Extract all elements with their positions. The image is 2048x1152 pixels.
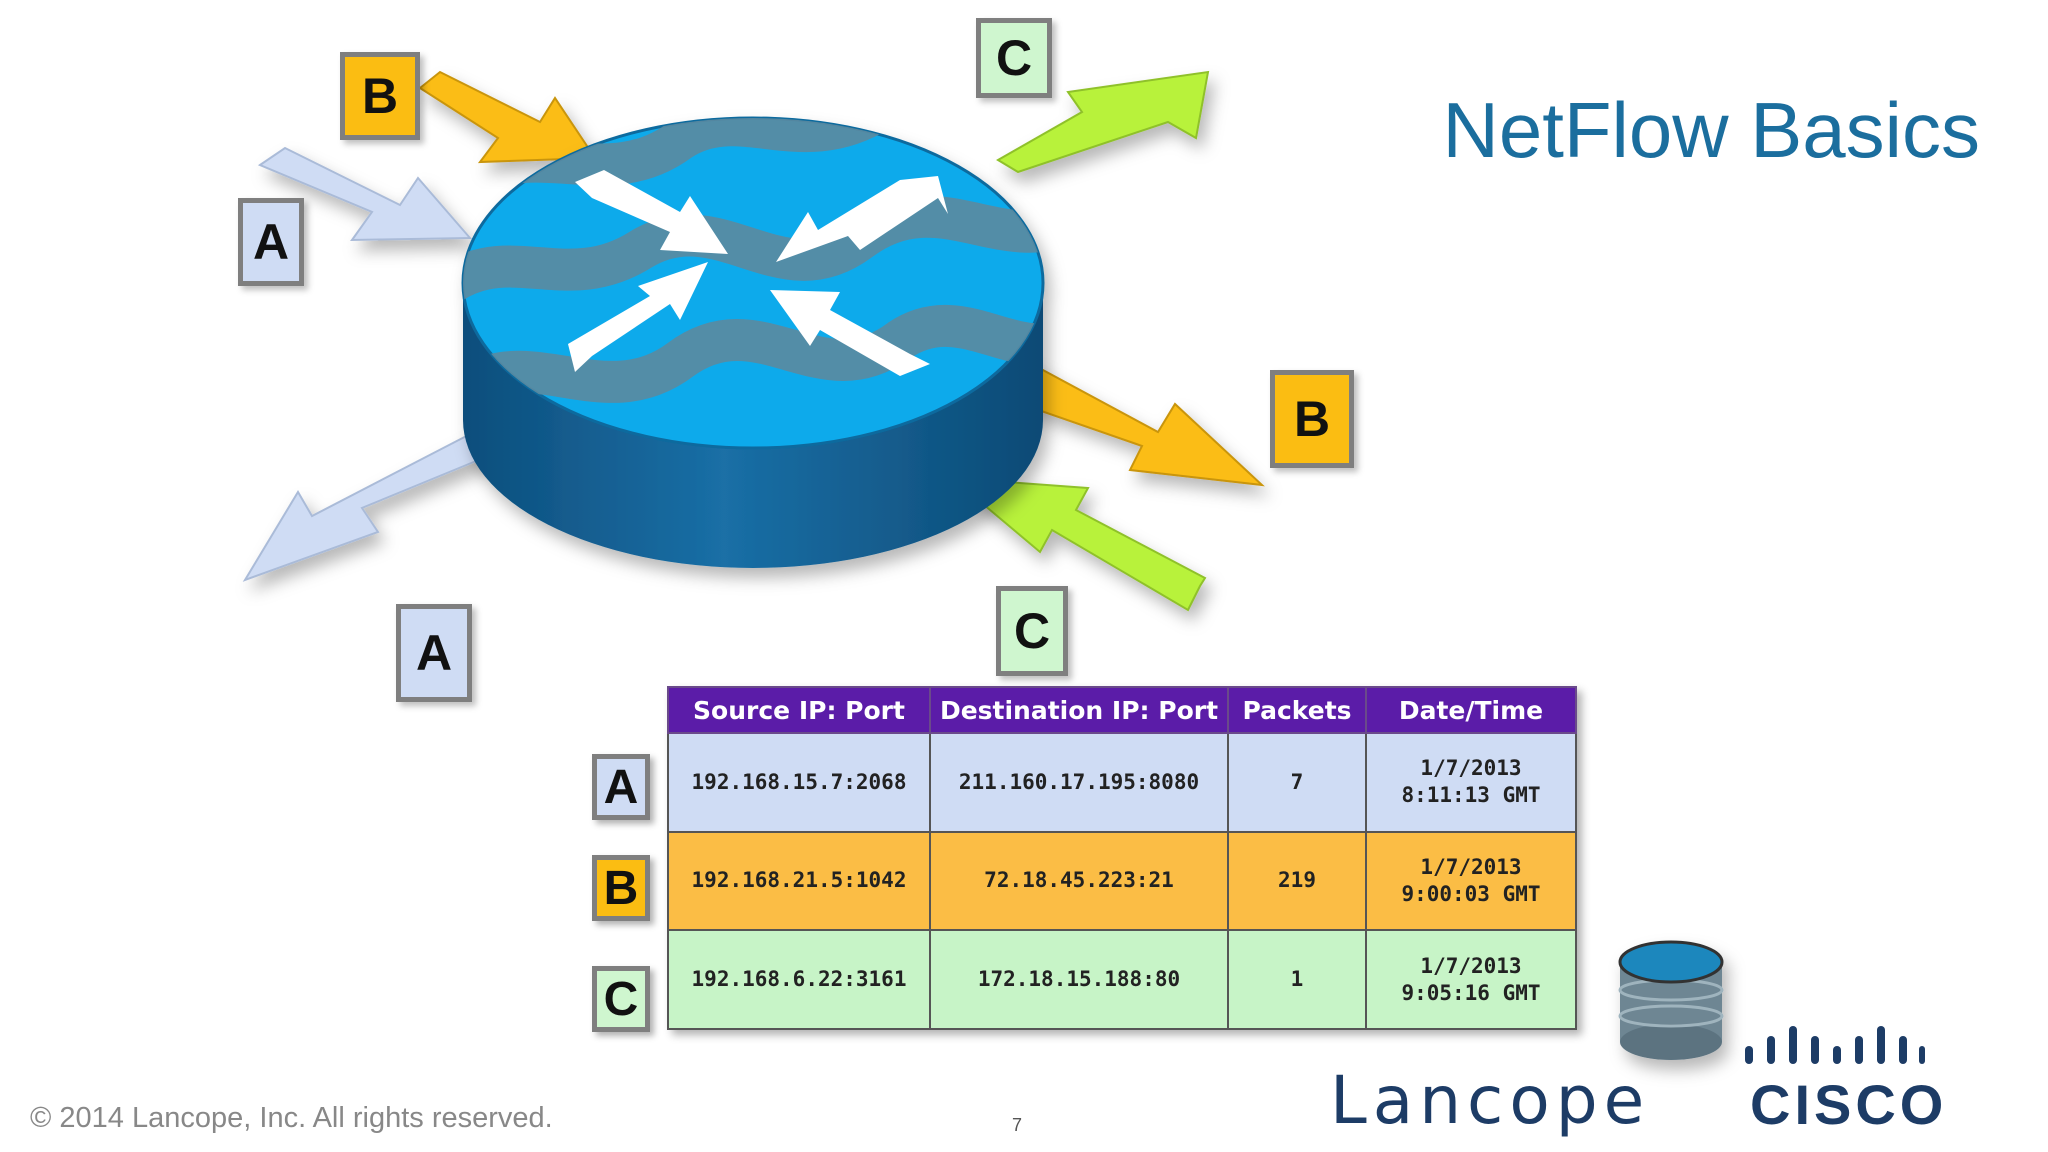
table-header-row: Source IP: Port Destination IP: Port Pac… xyxy=(667,686,1577,734)
flow-a-in-label: A xyxy=(238,198,304,286)
source-cell: 192.168.21.5:1042 xyxy=(667,830,931,932)
destination-cell: 172.18.15.188:80 xyxy=(929,929,1229,1030)
cisco-bars-icon xyxy=(1745,1026,1925,1064)
source-cell: 192.168.15.7:2068 xyxy=(667,732,931,833)
row-label-b: B xyxy=(592,855,650,921)
destination-cell: 211.160.17.195:8080 xyxy=(929,732,1229,833)
table-row: 192.168.21.5:1042 72.18.45.223:21 219 1/… xyxy=(667,830,1577,932)
packets-cell: 1 xyxy=(1227,929,1367,1030)
datetime-cell: 1/7/2013 9:00:03 GMT xyxy=(1365,830,1577,932)
cisco-logo: CISCO xyxy=(1750,1073,1948,1136)
time-text: 8:11:13 GMT xyxy=(1401,783,1541,808)
router-icon xyxy=(461,116,1045,568)
packets-cell: 219 xyxy=(1227,830,1367,932)
flow-a-in-arrow xyxy=(257,146,473,242)
time-text: 9:00:03 GMT xyxy=(1401,881,1541,906)
flow-c-out-label: C xyxy=(976,18,1052,98)
packets-cell: 7 xyxy=(1227,732,1367,833)
netflow-table: Source IP: Port Destination IP: Port Pac… xyxy=(667,686,1577,1030)
flow-b-in-label: B xyxy=(340,52,420,140)
column-header: Packets xyxy=(1227,686,1367,734)
database-icon xyxy=(1618,940,1724,1060)
flow-a-out-arrow xyxy=(242,428,523,582)
flow-b-out-label: B xyxy=(1270,370,1354,468)
page-number: 7 xyxy=(1012,1115,1023,1135)
flow-a-out-label: A xyxy=(396,604,472,702)
time-text: 9:05:16 GMT xyxy=(1401,980,1541,1005)
date-text: 1/7/2013 xyxy=(1420,854,1522,879)
destination-cell: 72.18.45.223:21 xyxy=(929,830,1229,932)
flow-c-in-label: C xyxy=(996,586,1068,676)
datetime-cell: 1/7/2013 9:05:16 GMT xyxy=(1365,929,1577,1030)
column-header: Destination IP: Port xyxy=(929,686,1229,734)
lancope-logo: Lancope xyxy=(1330,1062,1651,1139)
datetime-cell: 1/7/2013 8:11:13 GMT xyxy=(1365,732,1577,833)
source-cell: 192.168.6.22:3161 xyxy=(667,929,931,1030)
date-text: 1/7/2013 xyxy=(1420,953,1522,978)
copyright-text: © 2014 Lancope, Inc. All rights reserved… xyxy=(30,1102,553,1134)
flow-c-out-arrow xyxy=(996,70,1210,174)
row-label-c: C xyxy=(592,966,650,1032)
page-title: NetFlow Basics xyxy=(1442,86,1980,174)
column-header: Source IP: Port xyxy=(667,686,931,734)
flow-b-in-arrow xyxy=(418,70,597,164)
date-text: 1/7/2013 xyxy=(1420,756,1522,781)
table-row: 192.168.6.22:3161 172.18.15.188:80 1 1/7… xyxy=(667,929,1577,1030)
flow-b-out-arrow xyxy=(996,360,1265,487)
table-row: 192.168.15.7:2068 211.160.17.195:8080 7 … xyxy=(667,732,1577,833)
row-label-a: A xyxy=(592,754,650,820)
column-header: Date/Time xyxy=(1365,686,1577,734)
